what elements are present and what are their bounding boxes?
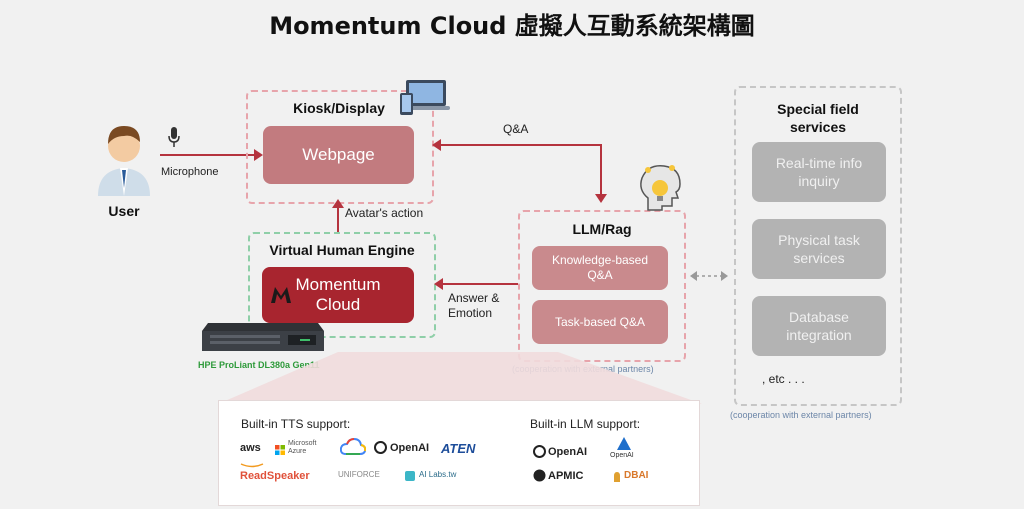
panel-connector: [218, 352, 702, 404]
server-icon: [200, 313, 326, 355]
uniforce-logo: UNIFORCE: [338, 470, 380, 479]
webpage-node: Webpage: [263, 126, 414, 184]
service-line2: inquiry: [798, 173, 840, 189]
microphone-label: Microphone: [161, 166, 219, 178]
service-line1: Real-time info: [775, 155, 863, 171]
page-title: Momentum Cloud 虛擬人互動系統架構圖: [269, 12, 755, 40]
apmic-icon: [533, 469, 546, 482]
engine-line2: Cloud: [315, 295, 361, 314]
engine-line1: Momentum: [295, 275, 381, 294]
service-line2: integration: [786, 327, 852, 343]
knowledge-line2: Q&A: [587, 268, 613, 282]
aten-logo: ATEN: [441, 441, 476, 456]
llm-support-heading: Built-in LLM support:: [530, 417, 641, 431]
answer-emotion-label: Answer & Emotion: [448, 291, 499, 321]
answer-line: Answer &: [448, 291, 500, 305]
llm-label: LLM/Rag: [572, 221, 632, 237]
server-label: HPE ProLiant DL380a Gen11: [198, 360, 320, 370]
laptop-icon: [400, 77, 452, 117]
arrowhead-left-icon-2: [434, 278, 443, 290]
kiosk-label: Kiosk/Display: [293, 100, 385, 116]
aws-logo: aws: [240, 442, 261, 454]
arrowhead-icon: [254, 149, 263, 161]
readspeaker-logo: ReadSpeaker: [240, 470, 310, 482]
aws-smile-icon: [240, 455, 264, 468]
microphone-icon: [167, 126, 181, 148]
microsoft-azure-logo: Microsoft Azure: [288, 440, 317, 455]
azure-openai-icon: [617, 437, 631, 450]
qa-label: Q&A: [503, 122, 529, 136]
dbai-icon: [612, 470, 622, 482]
etc-label: , etc . . .: [762, 372, 805, 386]
arrow-engine-to-webpage: [337, 206, 339, 234]
special-label-line2: services: [789, 119, 847, 135]
tts-heading: Built-in TTS support:: [241, 417, 351, 431]
service-physical-task: Physical task services: [752, 219, 886, 279]
arrow-qa-horizontal: [440, 144, 602, 146]
task-qa-node: Task-based Q&A: [532, 300, 668, 344]
avatar-action-label: Avatar's action: [345, 206, 424, 220]
openai-llm-icon: [533, 445, 546, 458]
service-line1: Database: [789, 309, 849, 325]
user-avatar: [92, 118, 156, 196]
ailabs-logo-icon: [404, 469, 416, 481]
emotion-line: Emotion: [448, 306, 493, 320]
arrowhead-up-icon: [332, 199, 344, 208]
ailabs-logo: AI Labs.tw: [419, 470, 457, 479]
microsoft-azure-logo-icon: [275, 442, 285, 455]
openai-tts-icon: [374, 441, 387, 454]
user-label: User: [108, 203, 140, 219]
service-database: Database integration: [752, 296, 886, 356]
special-label: Special field services: [734, 100, 902, 136]
special-label-line1: Special field: [777, 101, 859, 117]
service-realtime-info: Real-time info inquiry: [752, 142, 886, 202]
bidirectional-arrow-icon: [690, 269, 728, 281]
arrow-user-to-webpage: [160, 154, 256, 156]
arrow-qa-vertical: [600, 144, 602, 194]
service-line2: services: [793, 250, 845, 266]
azure-openai-logo: OpenAI: [610, 452, 634, 459]
arrow-llm-to-engine: [442, 283, 518, 285]
knowledge-line1: Knowledge-based: [551, 253, 649, 267]
google-cloud-icon: [339, 437, 367, 456]
openai-llm-logo: OpenAI: [548, 446, 588, 458]
service-line1: Physical task: [778, 232, 860, 248]
dbai-logo: DBAI: [624, 470, 649, 481]
arrowhead-left-icon: [432, 139, 441, 151]
openai-tts-logo: OpenAI: [390, 442, 430, 454]
special-services-box: [734, 86, 902, 406]
apmic-logo: APMIC: [548, 470, 584, 482]
momentum-logo-icon: [270, 286, 292, 304]
llm-rag-box: [518, 210, 686, 362]
vhe-label: Virtual Human Engine: [269, 242, 415, 258]
knowledge-qa-node: Knowledge-based Q&A: [532, 246, 668, 290]
support-panel: [218, 400, 700, 506]
ai-head-icon: [634, 160, 686, 212]
arrowhead-down-icon: [595, 194, 607, 203]
special-partners-note: (cooperation with external partners): [730, 410, 872, 420]
